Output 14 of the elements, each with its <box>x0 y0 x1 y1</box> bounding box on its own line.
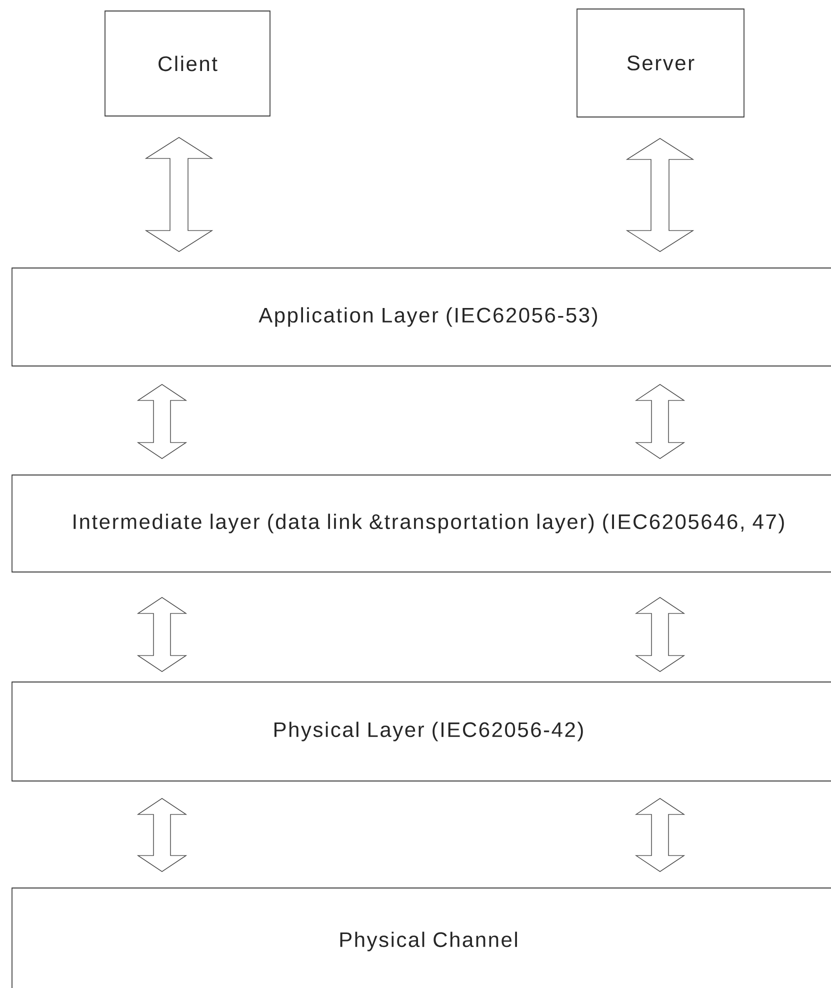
layer-box: Application Layer (IEC62056-53) <box>12 268 831 366</box>
layer-box: Physical Layer (IEC62056-42) <box>12 682 831 782</box>
channel-box: Physical Channel <box>12 888 831 988</box>
server-box: Server <box>576 8 744 118</box>
layer-box: Intermediate layer (data link &transportation layer) (IEC6205646, 47) <box>12 474 831 572</box>
double-arrow <box>136 597 188 672</box>
double-arrow <box>626 138 694 252</box>
double-arrow <box>634 384 686 459</box>
double-arrow <box>634 798 686 872</box>
double-arrow <box>144 137 214 252</box>
double-arrow <box>136 384 188 459</box>
double-arrow <box>634 597 686 672</box>
client-box: Client <box>104 10 270 116</box>
double-arrow <box>136 798 188 872</box>
